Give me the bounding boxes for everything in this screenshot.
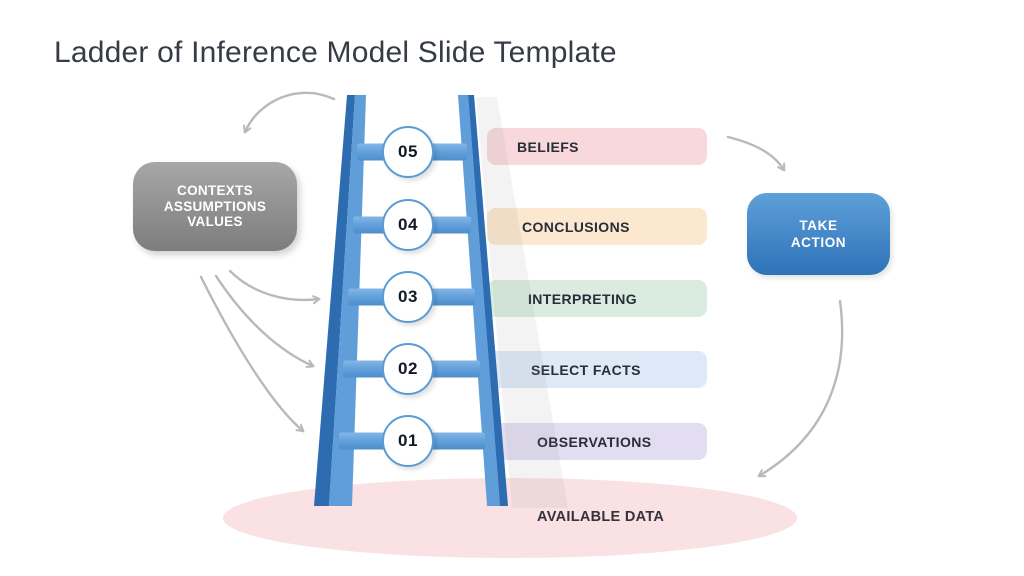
- arrow-take-action-to-available-data: [757, 299, 844, 478]
- arrow-contexts-to-rung-03: [228, 269, 321, 305]
- band-observations: OBSERVATIONS: [487, 423, 707, 460]
- assumptions-line: ASSUMPTIONS: [163, 198, 267, 214]
- step-circle-01: 01: [382, 415, 434, 467]
- connector-arrows: [199, 91, 844, 478]
- step-number-05: 05: [398, 142, 418, 161]
- arrow-beliefs-to-take-action: [726, 135, 786, 172]
- ladder-right-rail: [458, 95, 508, 506]
- step-circle-04: 04: [382, 199, 434, 251]
- take-action-box: TAKE ACTION: [747, 193, 890, 275]
- band-interpreting: INTERPRETING: [487, 280, 707, 317]
- available-data-label: AVAILABLE DATA: [537, 509, 665, 525]
- step-number-01: 01: [398, 431, 418, 450]
- step-circle-03: 03: [382, 271, 434, 323]
- band-label-beliefs: BELIEFS: [517, 138, 579, 155]
- step-circle-02: 02: [382, 343, 434, 395]
- arrow-ladder-to-contexts: [242, 91, 336, 134]
- step-circle-05: 05: [382, 126, 434, 178]
- band-label-select-facts: SELECT FACTS: [531, 361, 641, 378]
- contexts-assumptions-values-box: CONTEXTS ASSUMPTIONS VALUES: [133, 162, 297, 251]
- band-label-conclusions: CONCLUSIONS: [522, 218, 630, 235]
- ladder-left-rail: [314, 95, 366, 506]
- take-line: TAKE: [799, 218, 838, 233]
- band-beliefs: BELIEFS: [487, 128, 707, 165]
- arrow-contexts-to-rung-02: [214, 274, 315, 368]
- contexts-line: CONTEXTS: [177, 183, 253, 199]
- band-select-facts: SELECT FACTS: [487, 351, 707, 388]
- band-label-observations: OBSERVATIONS: [537, 433, 652, 450]
- slide-title: Ladder of Inference Model Slide Template: [54, 36, 617, 69]
- action-line: ACTION: [790, 235, 847, 250]
- ladder-shadow: [476, 97, 568, 508]
- values-line: VALUES: [187, 214, 243, 230]
- arrow-contexts-to-rung-01: [199, 275, 305, 433]
- step-number-03: 03: [398, 287, 418, 306]
- band-conclusions: CONCLUSIONS: [487, 208, 707, 245]
- step-number-04: 04: [398, 215, 418, 234]
- band-label-interpreting: INTERPRETING: [528, 290, 638, 307]
- step-number-02: 02: [398, 359, 418, 378]
